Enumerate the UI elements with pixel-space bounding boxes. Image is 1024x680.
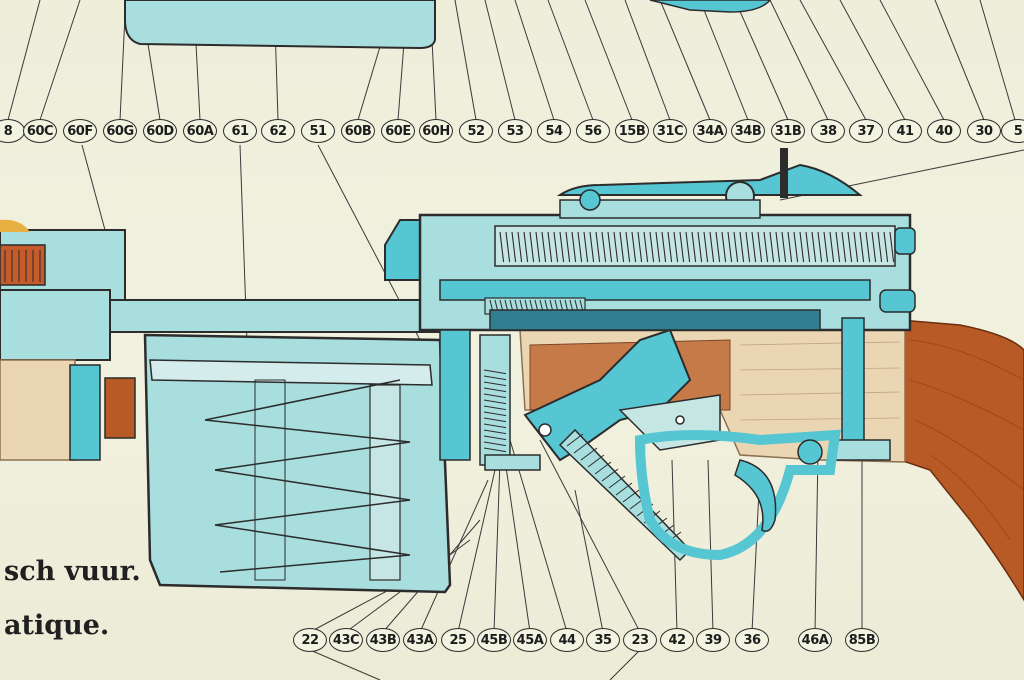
callout-label-40: 40 — [927, 119, 961, 143]
callout-label-36: 36 — [735, 628, 769, 652]
callout-label-35: 35 — [586, 628, 620, 652]
recoil-spring — [499, 231, 895, 263]
callout-label-43b: 43B — [366, 628, 400, 652]
callout-label-41: 41 — [888, 119, 922, 143]
trigger-guard — [634, 429, 841, 561]
callout-label-60c: 60C — [23, 119, 57, 143]
callout-label-52: 52 — [459, 119, 493, 143]
callout-label-60g: 60G — [103, 119, 137, 143]
callout-label-44: 44 — [550, 628, 584, 652]
callout-label-45a: 45A — [513, 628, 547, 652]
callout-label-30: 30 — [967, 119, 1001, 143]
upper-magazine-fragment — [124, 0, 436, 50]
callout-label-85b: 85B — [845, 628, 879, 652]
callout-label-22: 22 — [293, 628, 327, 652]
magazine-spring — [204, 379, 411, 573]
callout-label-42: 42 — [660, 628, 694, 652]
callout-label-43c: 43C — [329, 628, 363, 652]
callout-label-51: 51 — [301, 119, 335, 143]
callout-label-37: 37 — [849, 119, 883, 143]
trigger — [734, 459, 777, 532]
caption-line-2: atique. — [4, 610, 110, 641]
callout-label-31b: 31B — [771, 119, 805, 143]
callout-label-60a: 60A — [183, 119, 217, 143]
callout-label-61: 61 — [223, 119, 257, 143]
callout-label-45b: 45B — [477, 628, 511, 652]
callout-label-43a: 43A — [403, 628, 437, 652]
callout-label-25: 25 — [441, 628, 475, 652]
callout-label-60d: 60D — [143, 119, 177, 143]
callout-label-54: 54 — [537, 119, 571, 143]
callout-label-5: 5 — [1001, 119, 1024, 143]
callout-label-53: 53 — [498, 119, 532, 143]
callout-label-31c: 31C — [653, 119, 687, 143]
callout-label-56: 56 — [576, 119, 610, 143]
callout-label-39: 39 — [696, 628, 730, 652]
callout-label-23: 23 — [623, 628, 657, 652]
callout-label-46a: 46A — [798, 628, 832, 652]
barrel-extension — [109, 299, 441, 333]
callout-label-62: 62 — [261, 119, 295, 143]
callout-label-34b: 34B — [731, 119, 765, 143]
caption-line-1: sch vuur. — [4, 556, 141, 587]
callout-label-60e: 60E — [381, 119, 415, 143]
callout-label-60h: 60H — [419, 119, 453, 143]
callout-label-60b: 60B — [341, 119, 375, 143]
buttstock — [899, 319, 1024, 602]
callout-label-15b: 15B — [615, 119, 649, 143]
callout-label-60f: 60F — [63, 119, 97, 143]
callout-label-34a: 34A — [693, 119, 727, 143]
callout-label-38: 38 — [811, 119, 845, 143]
